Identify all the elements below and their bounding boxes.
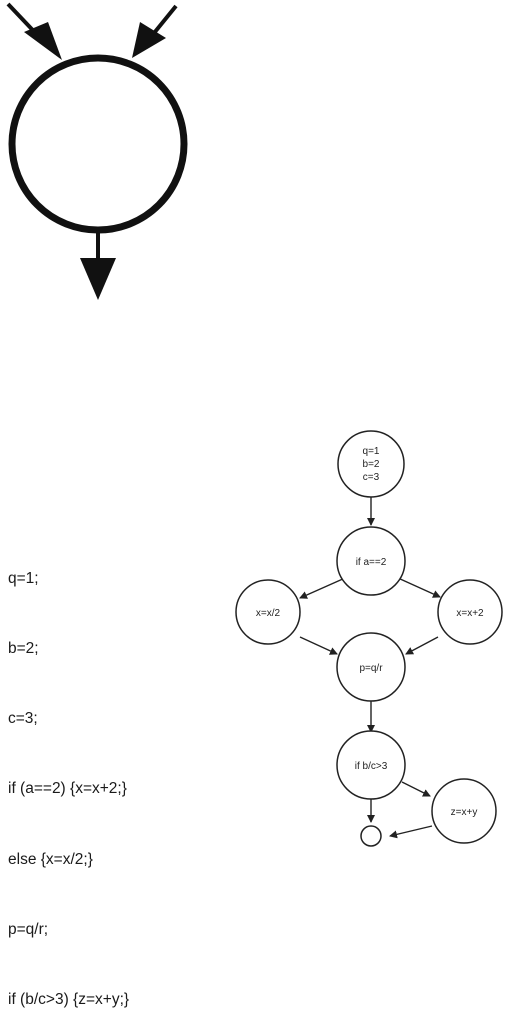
node-cond-bc: if b/c>3 [336,730,406,800]
node-exit [360,825,382,847]
code-line-5: else {x=x/2;} [8,850,93,868]
node-p-assign-label: p=q/r [359,663,383,674]
node-init-line-1: q=1 [363,446,380,457]
node-cond-a: if a==2 [336,526,406,596]
edge-z-exit [389,825,433,839]
flow-edges [299,497,441,839]
code-line-4: if (a==2) {x=x+2;} [8,780,127,798]
outgoing-arrow [80,230,116,300]
edge-x-div-p [299,636,338,655]
code-line-7: if (b/c>3) {z=x+y;} [8,991,130,1009]
node-init-line-3: c=3 [363,472,380,483]
edge-cond-a-x-add [397,577,441,598]
node-init: q=1 b=2 c=3 [337,430,405,498]
node-p-assign: p=q/r [336,632,406,702]
incoming-arrow-right [132,4,178,58]
incoming-arrow-left [6,2,62,60]
node-x-div-label: x=x/2 [256,608,281,619]
code-line-1: q=1; [8,569,39,587]
node-init-line-2: b=2 [363,459,380,470]
edge-cond-a-x-div [299,577,346,599]
diagram-canvas: q=1 b=2 c=3 if a==2 x=x/2 x=x+2 p=q/r if… [6,2,503,847]
node-x-add: x=x+2 [437,579,503,645]
node-x-add-label: x=x+2 [456,608,484,619]
code-listing: q=1; b=2; c=3; if (a==2) {x=x+2;} else {… [8,520,129,1035]
node-z-assign: z=x+y [431,778,497,844]
generic-node-symbol [6,2,188,300]
code-line-6: p=q/r; [8,920,49,938]
edge-cond-bc-z [401,781,431,797]
node-cond-bc-label: if b/c>3 [355,761,388,772]
node-z-assign-label: z=x+y [451,807,478,818]
edge-x-add-p [405,636,439,655]
generic-node-circle [8,54,188,234]
flow-nodes: q=1 b=2 c=3 if a==2 x=x/2 x=x+2 p=q/r if… [235,430,503,847]
code-line-2: b=2; [8,640,39,658]
code-line-3: c=3; [8,710,38,728]
node-cond-a-label: if a==2 [356,557,387,568]
node-x-div: x=x/2 [235,579,301,645]
